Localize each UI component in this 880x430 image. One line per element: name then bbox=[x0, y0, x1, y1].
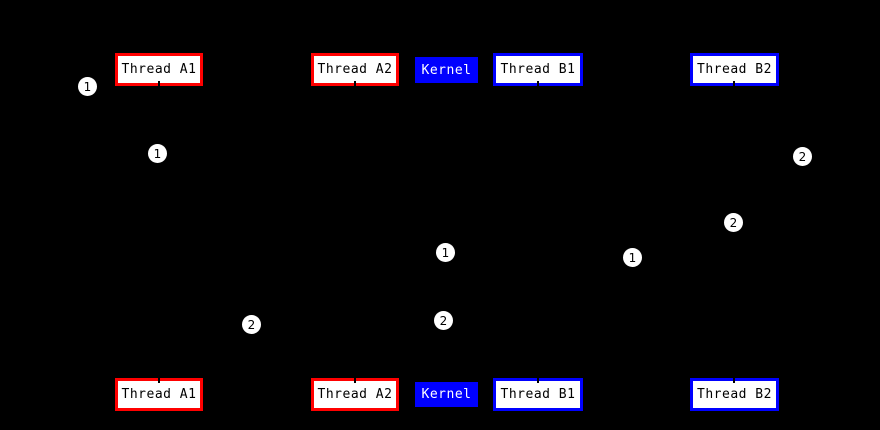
participant-label: Thread A2 bbox=[317, 62, 393, 77]
participant-label: Thread B2 bbox=[697, 387, 772, 402]
lifeline-thread-b1 bbox=[537, 81, 539, 383]
message-number: 2 bbox=[729, 215, 738, 230]
message-number-badge: 2 bbox=[242, 315, 261, 334]
participant-label: Thread B1 bbox=[500, 387, 576, 402]
lifeline-thread-b2 bbox=[733, 81, 735, 383]
participant-thread-b1-top: Thread B1 bbox=[493, 53, 583, 86]
message-number: 2 bbox=[798, 149, 807, 164]
participant-kernel-top: Kernel bbox=[415, 57, 478, 83]
participant-label: Thread A2 bbox=[317, 387, 393, 402]
participant-thread-a1-top: Thread A1 bbox=[115, 53, 203, 86]
lifeline-thread-a1 bbox=[158, 81, 160, 383]
participant-label: Thread A1 bbox=[121, 387, 197, 402]
participant-kernel-bottom: Kernel bbox=[415, 382, 478, 407]
participant-thread-a2-bottom: Thread A2 bbox=[311, 378, 399, 411]
message-number-badge: 1 bbox=[623, 248, 642, 267]
message-number: 2 bbox=[439, 313, 448, 328]
message-number-badge: 2 bbox=[434, 311, 453, 330]
participant-label: Thread B2 bbox=[697, 62, 772, 77]
participant-label: Thread B1 bbox=[500, 62, 576, 77]
message-number-badge: 1 bbox=[148, 144, 167, 163]
lifeline-kernel bbox=[445, 85, 447, 380]
lifeline-thread-a2 bbox=[354, 81, 356, 383]
message-number: 1 bbox=[441, 245, 450, 260]
message-number-badge: 2 bbox=[724, 213, 743, 232]
message-number: 2 bbox=[247, 317, 256, 332]
participant-label: Kernel bbox=[421, 62, 472, 78]
message-number: 1 bbox=[628, 250, 637, 265]
message-number: 1 bbox=[83, 79, 92, 94]
message-number-badge: 2 bbox=[793, 147, 812, 166]
message-number: 1 bbox=[153, 146, 162, 161]
participant-label: Thread A1 bbox=[121, 62, 197, 77]
message-number-badge: 1 bbox=[78, 77, 97, 96]
message-number-badge: 1 bbox=[436, 243, 455, 262]
participant-label: Kernel bbox=[421, 387, 472, 402]
